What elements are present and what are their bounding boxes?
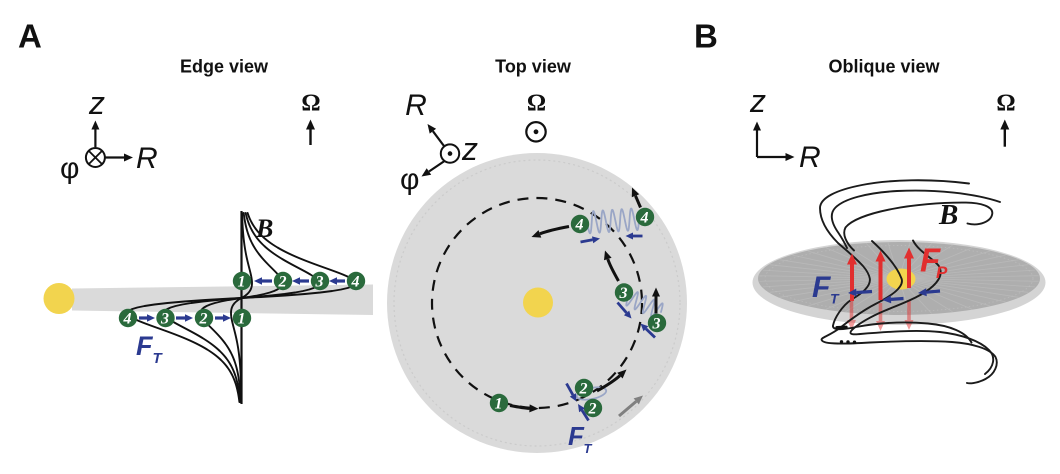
svg-text:4: 4 [351,274,360,291]
svg-text:2: 2 [579,381,588,398]
svg-text:1: 1 [495,396,503,413]
svg-text:3: 3 [652,316,661,333]
svg-text:z: z [749,83,766,119]
svg-text:4: 4 [640,210,649,227]
svg-text:B: B [255,214,273,243]
svg-text:F: F [812,271,831,304]
svg-text:F: F [136,331,154,361]
svg-text:Ω: Ω [527,91,546,117]
svg-text:A: A [18,18,42,55]
svg-text:φ: φ [400,163,419,196]
svg-text:4: 4 [575,217,584,234]
svg-text:2: 2 [278,274,287,291]
svg-text:2: 2 [199,311,208,328]
svg-text:T: T [153,350,164,367]
svg-text:3: 3 [160,311,169,328]
svg-text:Top view: Top view [495,57,572,77]
svg-text:3: 3 [619,285,628,302]
svg-text:1: 1 [238,274,246,291]
svg-text:B: B [938,199,958,231]
svg-text:R: R [799,141,821,174]
svg-text:z: z [88,85,105,121]
svg-text:1: 1 [238,311,246,328]
svg-text:T: T [830,291,840,307]
svg-text:Edge view: Edge view [180,57,269,77]
svg-text:4: 4 [123,311,132,328]
svg-text:Oblique view: Oblique view [828,57,940,77]
svg-text:Ω: Ω [996,91,1015,117]
svg-text:φ: φ [60,152,79,185]
svg-text:Ω: Ω [301,91,320,117]
svg-text:2: 2 [588,401,597,418]
svg-text:F: F [920,242,941,279]
svg-text:B: B [694,18,718,55]
svg-text:3: 3 [315,274,324,291]
svg-text:R: R [405,89,427,122]
svg-text:z: z [461,131,478,167]
svg-text:F: F [568,421,585,451]
svg-text:T: T [584,441,593,456]
svg-text:P: P [936,263,948,282]
svg-text:R: R [136,142,158,175]
